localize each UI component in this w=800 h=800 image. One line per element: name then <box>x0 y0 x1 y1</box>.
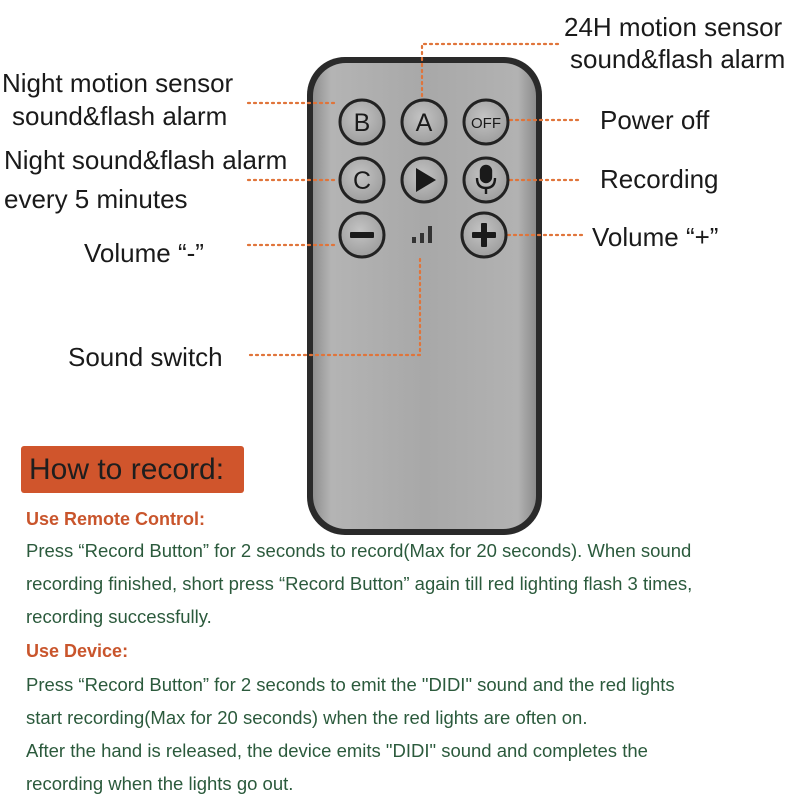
leader-lines <box>246 42 584 357</box>
label-night-motion-line2: sound&flash alarm <box>12 101 228 131</box>
label-night-sound-line1: Night sound&flash alarm <box>4 145 288 175</box>
plus-icon <box>472 223 496 247</box>
device-instruction-line: After the hand is released, the device e… <box>26 740 648 761</box>
button-c[interactable]: C <box>338 156 386 204</box>
minus-icon <box>350 232 374 238</box>
label-night-sound-line2: every 5 minutes <box>4 184 188 214</box>
device-instruction-line: Press “Record Button” for 2 seconds to e… <box>26 674 675 695</box>
device-instruction-line: start recording(Max for 20 seconds) when… <box>26 707 588 728</box>
leader-line-24h <box>420 42 562 104</box>
volume-plus-button[interactable] <box>460 211 508 259</box>
label-sound-switch: Sound switch <box>68 342 223 372</box>
leader-line-sound-switch <box>248 256 422 357</box>
microphone-icon <box>475 164 497 194</box>
device-title: Use Device: <box>26 641 129 661</box>
device-instruction-line: recording when the lights go out. <box>26 773 294 794</box>
remote-control-title: Use Remote Control: <box>26 509 206 529</box>
label-night-motion-line1: Night motion sensor <box>2 68 234 98</box>
button-c-label: C <box>353 167 371 195</box>
label-power-off: Power off <box>600 105 710 135</box>
signal-bars-icon <box>412 226 432 243</box>
play-button[interactable] <box>400 156 448 204</box>
button-b-label: B <box>354 109 371 137</box>
label-volume-minus: Volume “-” <box>84 238 204 268</box>
button-off[interactable]: OFF <box>462 98 510 146</box>
play-icon <box>416 168 436 192</box>
how-to-record-banner: How to record: <box>21 446 244 493</box>
button-off-label: OFF <box>471 115 501 132</box>
remote-instruction-line: Press “Record Button” for 2 seconds to r… <box>26 540 692 561</box>
button-a-label: A <box>416 109 433 137</box>
label-24h-motion-line2: sound&flash alarm <box>570 44 786 74</box>
remote-instruction-line: recording finished, short press “Record … <box>26 573 693 594</box>
label-volume-plus: Volume “+” <box>592 222 719 252</box>
button-b[interactable]: B <box>338 98 386 146</box>
record-button[interactable] <box>462 156 510 204</box>
label-recording: Recording <box>600 164 719 194</box>
label-24h-motion-line1: 24H motion sensor <box>564 12 783 42</box>
sound-switch-button[interactable] <box>412 226 432 243</box>
button-a[interactable]: A <box>400 98 448 146</box>
volume-minus-button[interactable] <box>338 211 386 259</box>
remote-instruction-line: recording successfully. <box>26 606 212 627</box>
